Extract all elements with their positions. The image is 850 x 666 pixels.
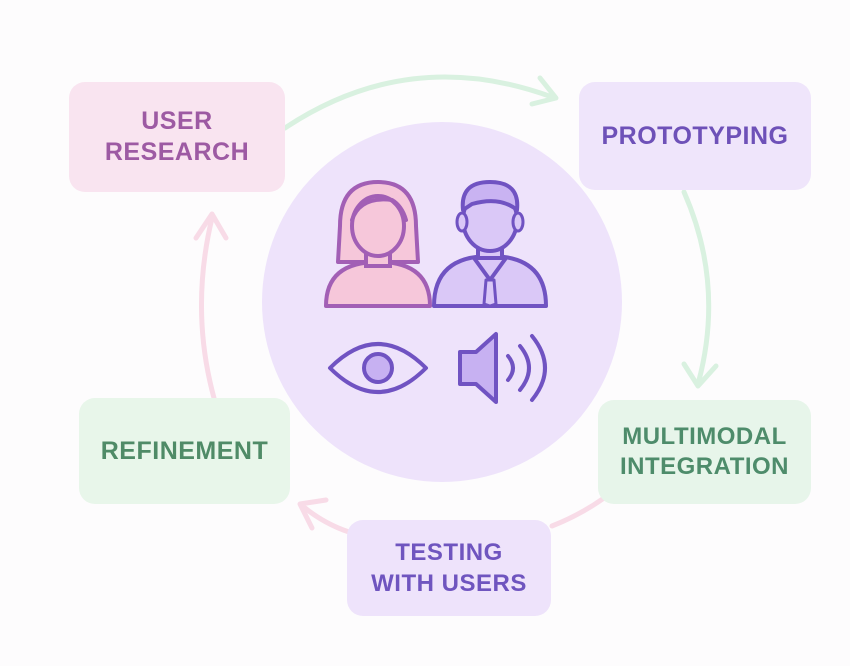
speaker-icon xyxy=(458,332,547,404)
stage-refinement-label: REFINEMENT xyxy=(100,436,269,465)
stage-refinement: REFINEMENT xyxy=(79,398,290,504)
stage-multimodal-integration-label: MULTIMODAL INTEGRATION xyxy=(619,423,790,480)
stage-multimodal-integration: MULTIMODAL INTEGRATION xyxy=(598,400,811,504)
stage-user-research: USER RESEARCH xyxy=(69,82,285,192)
stage-user-research-label: USER RESEARCH xyxy=(104,107,250,166)
man-icon xyxy=(432,180,548,308)
arrow-research-to-prototyping xyxy=(282,74,555,131)
arrowhead-prototyping-to-multimodal xyxy=(681,361,719,389)
arrow-refinement-to-research xyxy=(199,215,217,401)
stage-testing-with-users: TESTING WITH USERS xyxy=(347,520,551,616)
arrowhead-testing-to-refinement xyxy=(297,497,329,531)
arrow-testing-to-refinement xyxy=(302,505,352,535)
stage-testing-with-users-label: TESTING WITH USERS xyxy=(371,539,527,597)
arrow-multimodal-to-testing xyxy=(549,495,607,529)
arrowhead-refinement-to-research xyxy=(193,211,229,241)
stage-prototyping: PROTOTYPING xyxy=(579,82,811,190)
stage-prototyping-label: PROTOTYPING xyxy=(601,121,789,150)
arrowhead-research-to-prototyping xyxy=(529,75,559,107)
woman-icon xyxy=(324,180,432,308)
eye-icon xyxy=(328,342,428,394)
arrow-prototyping-to-multimodal xyxy=(681,189,712,387)
